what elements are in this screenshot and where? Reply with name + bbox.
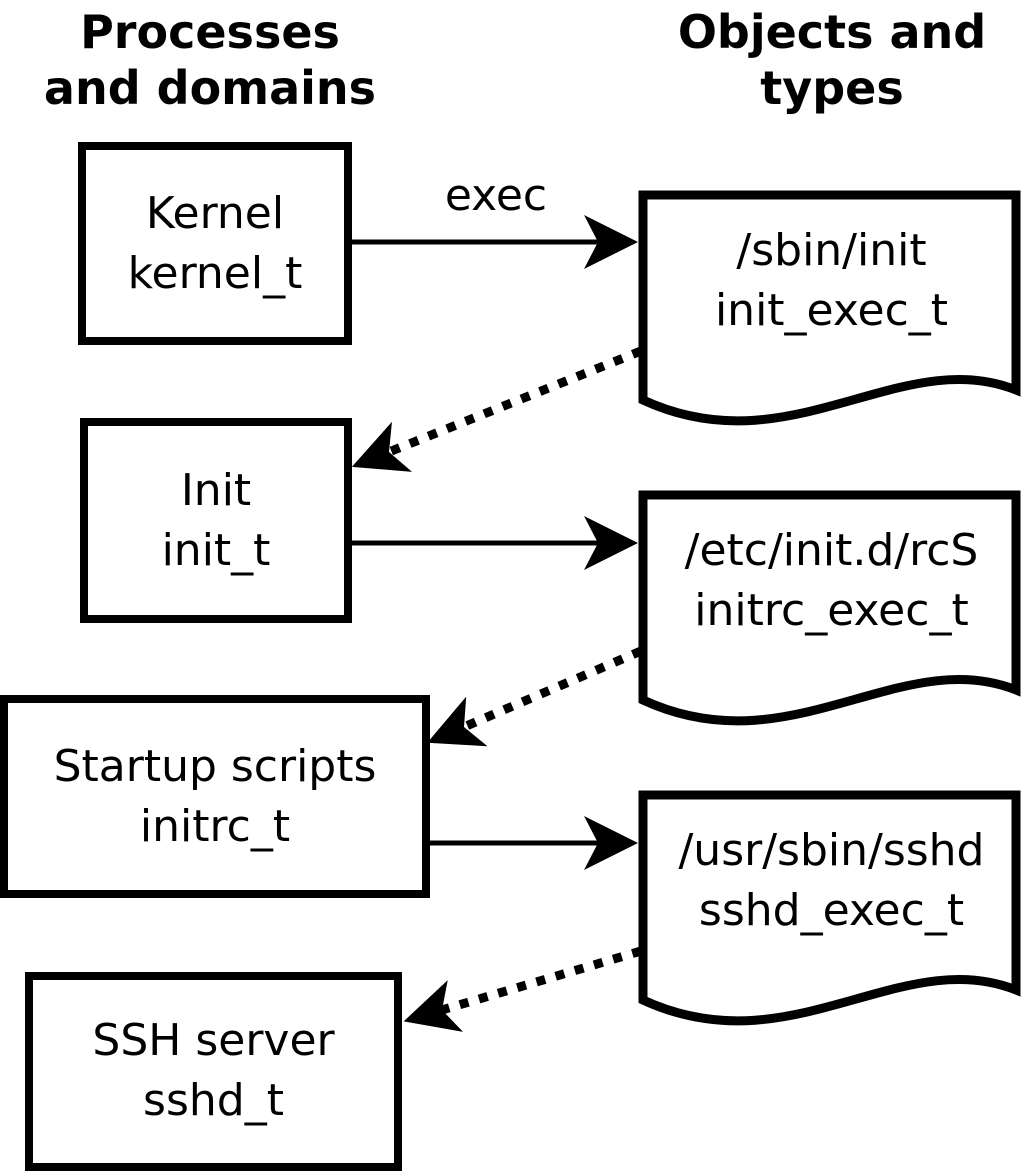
object-file-type: init_exec_t [714,284,949,336]
object-doc-usr-sbin-sshd [638,790,1021,1026]
object-path: /usr/sbin/sshd [678,824,985,876]
header-line: and domains [43,61,377,115]
process-box-startup-scripts [0,695,430,898]
object-label-usr-sbin-sshd: /usr/sbin/sshd sshd_exec_t [651,803,1012,958]
object-path: /etc/init.d/rcS [684,524,979,576]
object-label-etc-initd-rcs: /etc/init.d/rcS initrc_exec_t [651,503,1012,658]
process-name: Kernel [145,187,285,239]
object-path: /sbin/init [736,224,927,276]
transition-arrow-usr-sbin-sshd-to-ssh-server [403,946,643,1032]
process-name: Startup scripts [53,740,377,792]
process-box-kernel [78,142,352,345]
process-box-init [80,418,352,623]
process-domain-type: initrc_t [139,800,291,852]
object-doc-etc-initd-rcs [638,490,1021,726]
object-file-type: initrc_exec_t [694,584,969,636]
process-name: SSH server [92,1015,335,1066]
process-label-init: Init init_t [88,426,344,615]
process-label-kernel: Kernel kernel_t [86,150,344,337]
column-header-objects: Objects and types [632,4,1024,116]
exec-arrow-label: exec [444,170,548,221]
object-doc-sbin-init [638,190,1021,426]
header-line: types [760,61,904,115]
process-label-startup-scripts: Startup scripts initrc_t [8,703,422,890]
header-line: Processes [80,5,340,59]
transition-arrow-etc-initd-rcs-to-startup-scripts [427,646,643,747]
process-domain-type: sshd_t [143,1075,284,1126]
process-label-ssh-server: SSH server sshd_t [33,980,394,1162]
process-domain-type: init_t [161,524,271,576]
object-file-type: sshd_exec_t [698,884,965,936]
process-box-ssh-server [25,972,402,1171]
process-name: Init [180,464,252,516]
column-header-processes: Processes and domains [10,4,410,116]
transition-arrow-sbin-init-to-init [351,346,643,472]
process-domain-type: kernel_t [127,247,303,299]
object-label-sbin-init: /sbin/init init_exec_t [651,203,1012,358]
header-line: Objects and [677,5,987,59]
